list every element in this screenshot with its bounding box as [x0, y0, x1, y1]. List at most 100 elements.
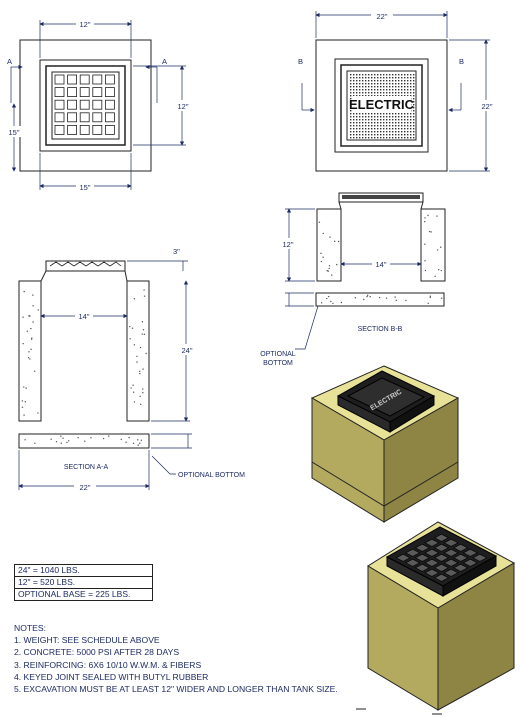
aggregate-speck: [320, 252, 322, 255]
cover-texture-dot: [353, 80, 355, 82]
cover-texture-dot: [386, 122, 388, 124]
aggregate-speck: [24, 439, 26, 441]
cover-texture-dot: [371, 134, 373, 136]
grate-cell: [92, 99, 103, 110]
aggregate-speck: [139, 403, 142, 406]
cover-texture-dot: [407, 92, 409, 94]
cover-texture-dot: [392, 125, 394, 127]
iso-grate-cell: [462, 558, 478, 567]
cover-texture-dot: [368, 131, 370, 133]
cover-texture-dot: [350, 101, 352, 103]
aggregate-speck: [438, 268, 440, 271]
cover-texture-dot: [362, 122, 364, 124]
cover-texture-dot: [380, 95, 382, 97]
grate-cell: [105, 112, 115, 123]
cover-texture-dot: [350, 113, 352, 115]
weight-row-text: OPTIONAL BASE = 225 LBS.: [14, 588, 153, 601]
weight-row: 12" = 520 LBS.: [14, 576, 153, 589]
cover-texture-dot: [401, 89, 403, 91]
cover-texture-dot: [389, 95, 391, 97]
aggregate-speck: [143, 295, 146, 297]
aggregate-speck: [429, 296, 431, 299]
section-arrow-b-right: [448, 83, 462, 113]
aggregate-speck: [354, 297, 357, 299]
cover-texture-dot: [359, 119, 361, 121]
aggregate-speck: [366, 294, 369, 297]
cover-texture-dot: [371, 92, 373, 94]
cover-texture-dot: [407, 125, 409, 127]
cover-texture-dot: [413, 89, 415, 91]
cover-texture-dot: [410, 134, 412, 136]
cover-texture-dot: [401, 137, 403, 139]
cover-texture-dot: [407, 131, 409, 133]
plan-b-cover: [346, 70, 417, 141]
cover-texture-dot: [407, 95, 409, 97]
aggregate-speck: [427, 214, 429, 217]
aggregate-speck: [21, 400, 24, 402]
cover-texture-dot: [368, 89, 370, 91]
aggregate-speck: [140, 439, 143, 442]
cover-texture-dot: [401, 95, 403, 97]
cover-texture-dot: [413, 110, 415, 112]
cover-texture-dot: [359, 83, 361, 85]
aggregate-speck: [143, 289, 145, 291]
section-a-wall-right: [126, 280, 150, 422]
aggregate-speck: [427, 302, 429, 304]
cover-texture-dot: [386, 137, 388, 139]
cover-texture-dot: [356, 116, 358, 118]
cover-texture-dot: [407, 137, 409, 139]
cover-texture-dot: [398, 122, 400, 124]
cover-texture-dot: [404, 134, 406, 136]
cover-texture-dot: [410, 113, 412, 115]
grate-cell: [79, 74, 90, 85]
aggregate-speck: [405, 299, 407, 302]
iso-grate-cell: [453, 553, 469, 562]
iso-box-grate: [356, 521, 516, 715]
section-a-aggregate: [21, 289, 147, 446]
cover-texture-dot: [404, 116, 406, 118]
iso-grate-cell: [424, 538, 440, 547]
section-b-label-bg: [372, 258, 390, 269]
section-arrow-a-left: [10, 64, 23, 103]
aggregate-speck: [129, 338, 131, 340]
cover-texture-dot: [389, 137, 391, 139]
cover-texture-dot: [353, 131, 355, 133]
cover-texture-dot: [350, 74, 352, 76]
cover-texture-dot: [401, 77, 403, 79]
cover-texture-dot: [353, 74, 355, 76]
aggregate-speck: [436, 215, 438, 217]
grate-cell: [105, 99, 115, 110]
iso-box-electric: ELECTRIC: [310, 365, 460, 523]
cover-texture-dot: [401, 113, 403, 115]
cover-texture-dot: [350, 110, 352, 112]
aggregate-speck: [30, 327, 32, 330]
grate-cell: [105, 74, 115, 85]
weight-schedule-table: 24" = 1040 LBS. 12" = 520 LBS. OPTIONAL …: [14, 564, 153, 601]
cover-texture-dot: [356, 134, 358, 136]
section-b-lid: [338, 192, 424, 210]
cover-texture-dot: [371, 131, 373, 133]
cover-texture-dot: [368, 125, 370, 127]
plan-b-label-bg: [477, 100, 497, 111]
iso-grate-cell: [405, 558, 421, 567]
aggregate-speck: [326, 297, 328, 300]
aggregate-speck: [424, 217, 426, 219]
note-item: 1. WEIGHT: SEE SCHEDULE ABOVE: [14, 635, 160, 646]
cover-texture-dot: [359, 134, 361, 136]
cover-texture-dot: [395, 128, 397, 130]
cover-texture-dot: [392, 128, 394, 130]
cover-texture-dot: [410, 125, 412, 127]
aggregate-speck: [328, 267, 330, 270]
cover-texture-dot: [365, 122, 367, 124]
cover-texture-dot: [389, 119, 391, 121]
cover-texture-dot: [374, 116, 376, 118]
grate-cell: [67, 125, 77, 135]
cover-texture-dot: [398, 95, 400, 97]
cover-texture-dot: [380, 137, 382, 139]
plan-b-outer-wall: [315, 39, 448, 172]
cover-texture-dot: [383, 122, 385, 124]
aggregate-speck: [120, 438, 122, 441]
cover-texture-dot: [374, 122, 376, 124]
cover-texture-dot: [368, 134, 370, 136]
cover-texture-dot: [374, 134, 376, 136]
